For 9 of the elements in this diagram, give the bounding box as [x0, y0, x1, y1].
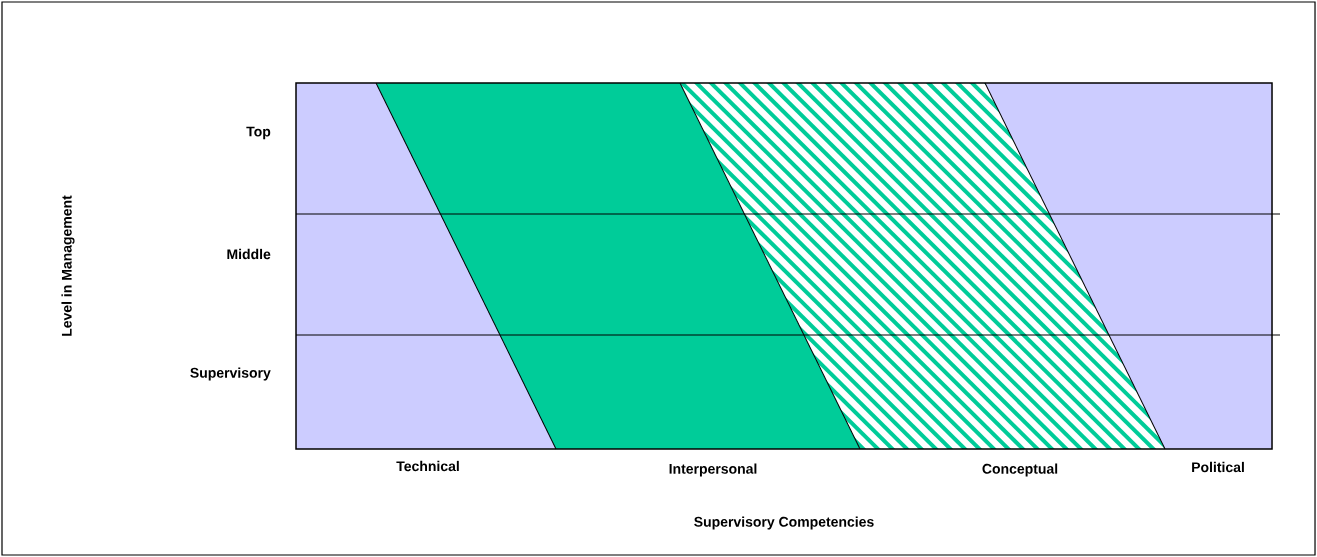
- axis-label: Political: [1192, 461, 1244, 473]
- axis-label: Supervisory Competencies: [694, 516, 874, 530]
- axis-label: Supervisory: [190, 367, 271, 381]
- axis-label: Middle: [227, 248, 271, 260]
- axis-label: Top: [246, 126, 271, 140]
- axis-label: Level in Management: [61, 195, 75, 336]
- axis-label: Interpersonal: [669, 463, 757, 477]
- axis-label: Conceptual: [982, 463, 1058, 477]
- axis-label: Technical: [396, 460, 459, 472]
